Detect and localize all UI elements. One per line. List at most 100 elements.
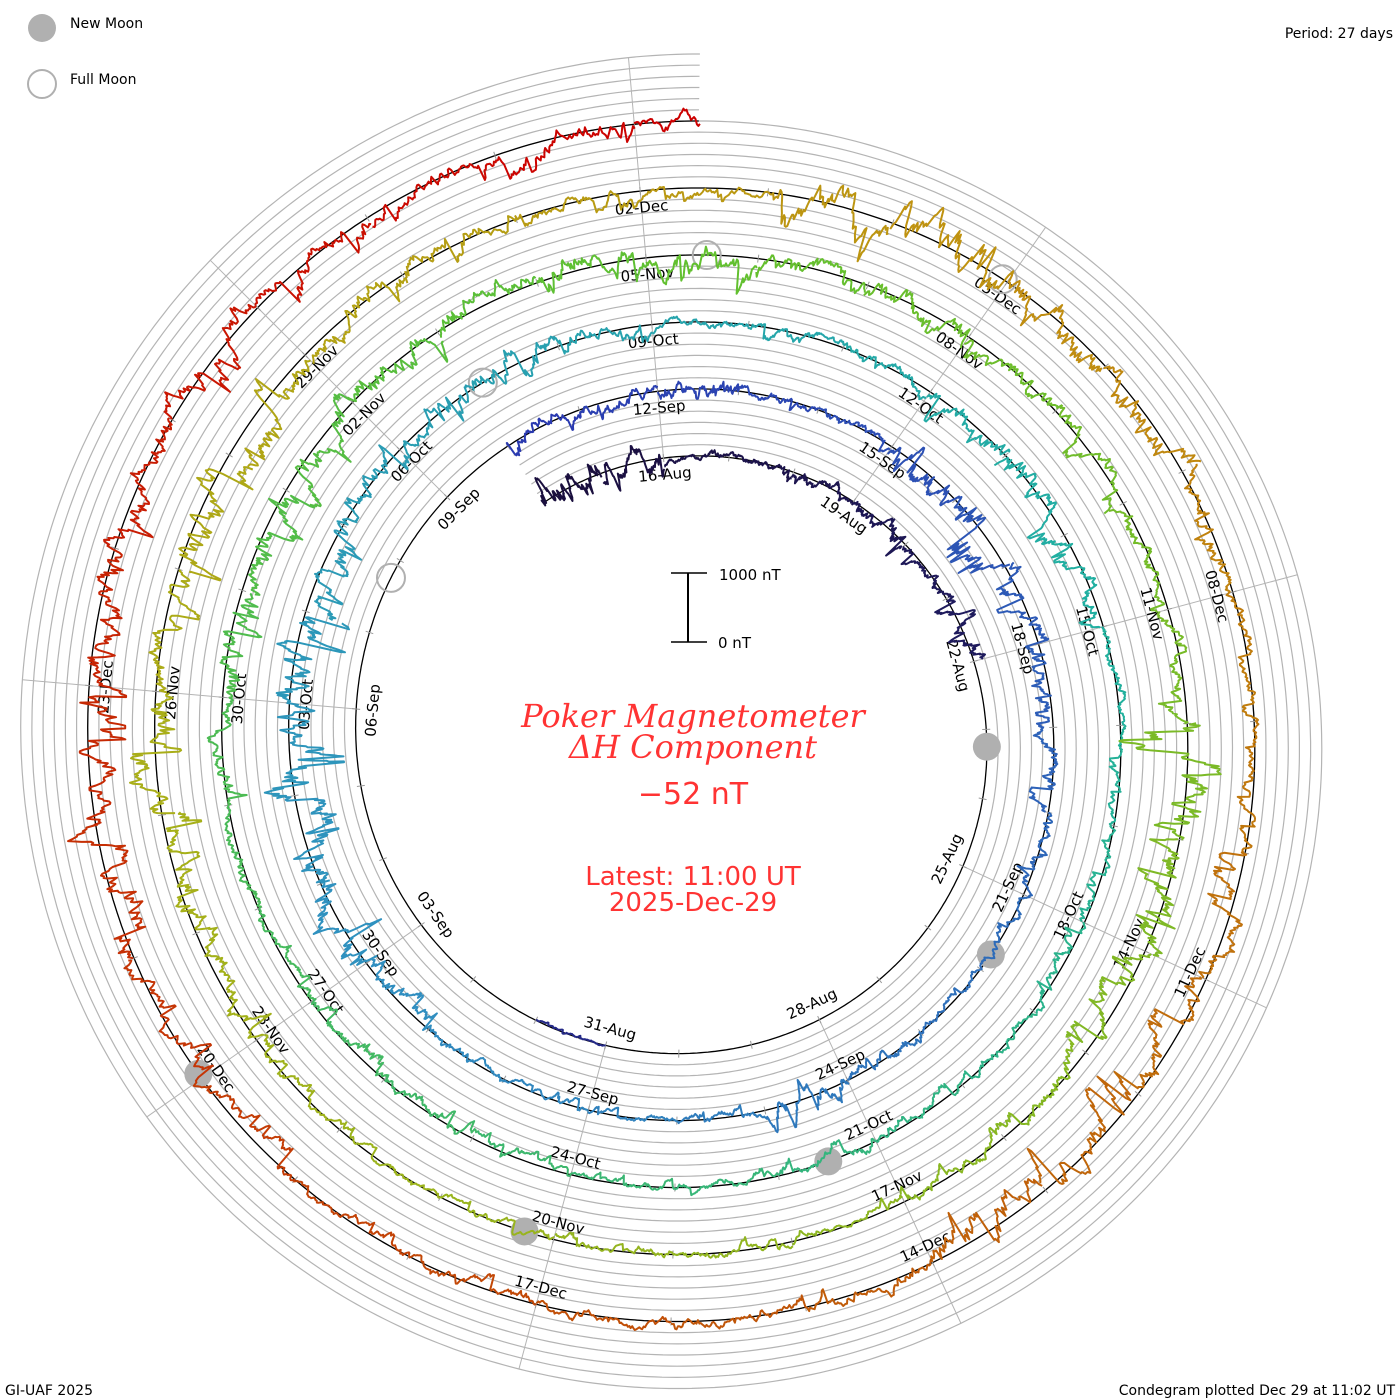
trace-day-segment (474, 1130, 573, 1177)
current-value: −52 nT (638, 777, 749, 812)
trace-day-segment (342, 1121, 441, 1199)
trace-day-segment (1198, 851, 1248, 979)
date-label: 06-Sep (361, 683, 384, 737)
trace-day-segment (1050, 540, 1101, 629)
trace-day-segment (920, 968, 982, 1035)
trace-day-segment (676, 1104, 767, 1125)
scale-bar: 1000 nT 0 nT (671, 566, 781, 652)
trace-day-segment (502, 1078, 589, 1112)
trace-day-segment (78, 686, 128, 826)
day-tick (362, 960, 370, 966)
trace-day-segment (767, 184, 889, 263)
day-tick (865, 281, 870, 290)
day-tick (969, 659, 978, 663)
trace-day-segment (311, 277, 406, 364)
trace-day-segment (1236, 721, 1260, 854)
trace-day-segment (663, 449, 731, 468)
trace-day-segment (656, 380, 741, 400)
trace-day-segment (579, 384, 659, 421)
trace-day-segment (178, 466, 254, 582)
trace-day-segment (818, 406, 891, 453)
trace-day-segment (284, 796, 340, 884)
trace-day-segment (1026, 1075, 1132, 1185)
day-tick (966, 333, 972, 341)
date-label: 30-Sep (358, 926, 403, 980)
day-tick (1163, 607, 1172, 611)
day-tick (352, 708, 361, 710)
trace-day-segment (930, 1178, 1043, 1263)
day-tick (493, 151, 497, 160)
day-tick (396, 446, 403, 453)
trace-day-segment (1101, 626, 1127, 727)
trace-day-segment (1184, 463, 1232, 594)
day-tick (927, 388, 934, 396)
day-tick (218, 696, 227, 699)
date-label: 09-Oct (627, 330, 679, 352)
date-label: 23-Nov (248, 1003, 294, 1057)
day-tick (290, 794, 299, 797)
trace-day-segment (219, 592, 263, 699)
trace-day-segment (645, 245, 758, 295)
date-label: 08-Nov (932, 328, 986, 374)
day-tick (151, 690, 160, 693)
trace-day-segment (863, 282, 971, 349)
full-moon-marker (691, 240, 722, 271)
day-tick (876, 976, 883, 984)
chart-subtitle: ΔH Component (567, 728, 817, 766)
trace-day-segment (408, 1253, 537, 1306)
day-tick (174, 567, 183, 571)
trace-day-segment (979, 896, 1030, 971)
trace-day-segment (535, 1018, 606, 1047)
trace-day-segment (777, 1137, 877, 1177)
trace-day-segment (874, 1082, 962, 1143)
day-tick (662, 454, 665, 463)
trace-day-segment (123, 959, 214, 1083)
trace-day-segment (747, 323, 846, 346)
trace-day-segment (805, 1258, 932, 1313)
trace-day-segment (1156, 611, 1189, 725)
legend-new-moon-label: New Moon (70, 16, 143, 32)
trace-day-segment (995, 1038, 1075, 1131)
day-tick (1029, 1007, 1037, 1014)
trace-day-segment (846, 1031, 923, 1081)
latest-time: Latest: 11:00 UT (585, 862, 801, 892)
day-tick (396, 557, 404, 564)
day-tick (1119, 501, 1127, 506)
day-tick (763, 1106, 767, 1115)
trace-day-segment (1079, 824, 1117, 923)
trace-day-segment (900, 545, 952, 598)
day-tick (225, 452, 233, 458)
day-tick (1034, 642, 1043, 646)
date-label: 27-Sep (565, 1078, 621, 1109)
trace-day-segment (263, 701, 345, 800)
trace-day-segment (248, 494, 316, 596)
legend-full-moon-label: Full Moon (70, 72, 136, 88)
trace-day-segment (148, 569, 201, 694)
magnetometer-trace (67, 107, 1260, 1331)
trace-day-segment (887, 446, 961, 507)
day-tick (157, 813, 167, 817)
trace-day-segment (1113, 976, 1202, 1090)
day-tick (365, 630, 374, 635)
trace-day-segment (554, 324, 653, 355)
new-moon-legend-icon (28, 14, 56, 42)
trace-day-segment (652, 315, 750, 335)
new-moon-marker (510, 1217, 539, 1246)
trace-day-segment (571, 1171, 676, 1191)
trace-day-segment (755, 254, 866, 295)
day-tick (1044, 811, 1053, 814)
radial-spoke (962, 865, 1267, 1009)
day-tick (1019, 892, 1028, 897)
date-label: 05-Nov (620, 263, 675, 286)
day-tick (1228, 590, 1237, 594)
day-tick (639, 187, 641, 196)
day-tick (816, 406, 821, 414)
trace-day-segment (429, 1027, 505, 1082)
trace-day-segment (963, 339, 1063, 409)
trace-day-segment (275, 616, 350, 705)
day-tick (85, 684, 94, 687)
date-label: 12-Sep (632, 397, 686, 420)
date-label: 20-Nov (530, 1207, 587, 1238)
day-tick (356, 784, 365, 787)
